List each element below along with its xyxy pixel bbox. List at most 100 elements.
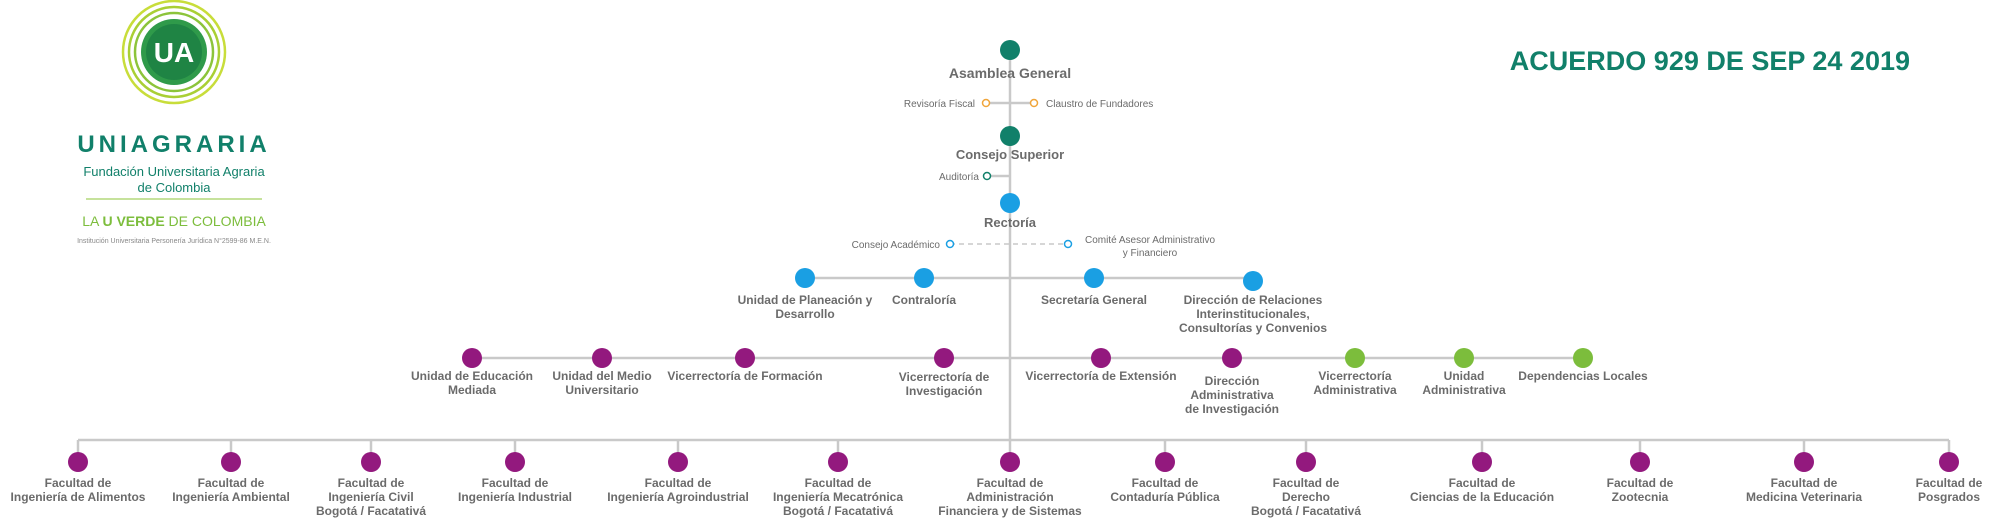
label-line: Ingeniería Industrial — [458, 490, 572, 504]
blue-node-dot — [914, 268, 934, 288]
label-line: Financiera y de Sistemas — [938, 504, 1082, 518]
label-line: Unidad — [1444, 369, 1485, 383]
label-line: Facultad de — [1132, 476, 1199, 490]
label-line: Ingeniería Agroindustrial — [607, 490, 749, 504]
faculty-dot — [668, 452, 688, 472]
faculty-dot — [1630, 452, 1650, 472]
label-line: Ingeniería de Alimentos — [11, 490, 146, 504]
comite-label: Comité Asesor Administrativo y Financiero — [1085, 235, 1215, 259]
label-line: Contraloría — [892, 293, 956, 307]
label-line: Medicina Veterinaria — [1746, 490, 1862, 504]
label-line: Unidad de Planeación y — [738, 293, 873, 307]
faculty-dot — [1939, 452, 1959, 472]
label-line: Investigación — [906, 384, 983, 398]
revisoria-fiscal-label: Revisoría Fiscal — [904, 99, 975, 110]
mid-node-dot — [1573, 348, 1593, 368]
label-line: Mediada — [448, 383, 496, 397]
label-line: Ingeniería Mecatrónica — [773, 490, 903, 504]
label-line: Administrativa — [1190, 388, 1274, 402]
label-line: Administración — [966, 490, 1053, 504]
asamblea-general-label: Asamblea General — [949, 65, 1071, 81]
label-line: Administrativa — [1422, 383, 1506, 397]
label-line: Facultad de — [1607, 476, 1674, 490]
label-line: Facultad de — [1916, 476, 1983, 490]
claustro-ring — [1029, 98, 1039, 108]
faculty-dot — [1296, 452, 1316, 472]
label-line: Desarrollo — [775, 307, 834, 321]
label-line: Unidad del Medio — [552, 369, 651, 383]
brand-legal: Institución Universitaria Personería Jur… — [77, 237, 271, 245]
label-line: Facultad de — [482, 476, 549, 490]
label-line: Facultad de — [1273, 476, 1340, 490]
mid-node-dot — [735, 348, 755, 368]
label-line: Facultad de — [805, 476, 872, 490]
agreement-title: ACUERDO 929 DE SEP 24 2019 — [1510, 46, 1910, 76]
label-line: Dependencias Locales — [1518, 369, 1648, 383]
consejo-academico-ring — [945, 239, 955, 249]
mid-node-dot — [462, 348, 482, 368]
faculty-dot — [1794, 452, 1814, 472]
label-line: Facultad de — [45, 476, 112, 490]
label-line: Vicerrectoría de Formación — [667, 369, 822, 383]
blue-node-dot — [795, 268, 815, 288]
label-line: Facultad de — [977, 476, 1044, 490]
label-line: y Financiero — [1123, 248, 1178, 259]
blue-node-dot — [1243, 271, 1263, 291]
label-line: Ingeniería Ambiental — [172, 490, 290, 504]
label-line: Vicerrectoría de — [899, 370, 990, 384]
faculty-dot — [1472, 452, 1492, 472]
auditoria-label: Auditoría — [939, 172, 979, 183]
label-line: Dirección — [1205, 374, 1260, 388]
faculty-dot — [505, 452, 525, 472]
label-line: Interinstitucionales, — [1196, 307, 1309, 321]
label-line: Consultorías y Convenios — [1179, 321, 1327, 335]
mid-node-dot — [934, 348, 954, 368]
label-line: Comité Asesor Administrativo — [1085, 235, 1215, 246]
mid-node-dot — [1345, 348, 1365, 368]
revisoria-fiscal-ring — [981, 98, 991, 108]
label-line: Bogotá / Facatativá — [783, 504, 893, 518]
label-line: Rectoría — [984, 215, 1037, 230]
brand-slogan: LA U VERDE DE COLOMBIA — [82, 213, 266, 229]
label-line: Derecho — [1282, 490, 1330, 504]
mid-node-label: Vicerrectoría de Formación — [667, 369, 822, 383]
blue-node-label: Contraloría — [892, 293, 956, 307]
label-line: Facultad de — [338, 476, 405, 490]
faculty-dot — [1155, 452, 1175, 472]
label-line: Dirección de Relaciones — [1184, 293, 1323, 307]
label-line: Unidad de Educación — [411, 369, 533, 383]
blue-node-dot — [1084, 268, 1104, 288]
comite-ring — [1063, 239, 1073, 249]
rectoria-label: Rectoría — [984, 215, 1037, 230]
consejo-academico-label: Consejo Académico — [852, 240, 941, 251]
rectoria-dot — [1000, 193, 1020, 213]
faculty-dot — [828, 452, 848, 472]
label-line: Facultad de — [1449, 476, 1516, 490]
mid-node-dot — [1454, 348, 1474, 368]
label-line: Facultad de — [1771, 476, 1838, 490]
mid-node-label: Vicerrectoría de Extensión — [1025, 369, 1176, 383]
label-line: Universitario — [565, 383, 638, 397]
label-line: Ciencias de la Educación — [1410, 490, 1554, 504]
auditoria-ring — [982, 171, 992, 181]
mid-node-dot — [1091, 348, 1111, 368]
